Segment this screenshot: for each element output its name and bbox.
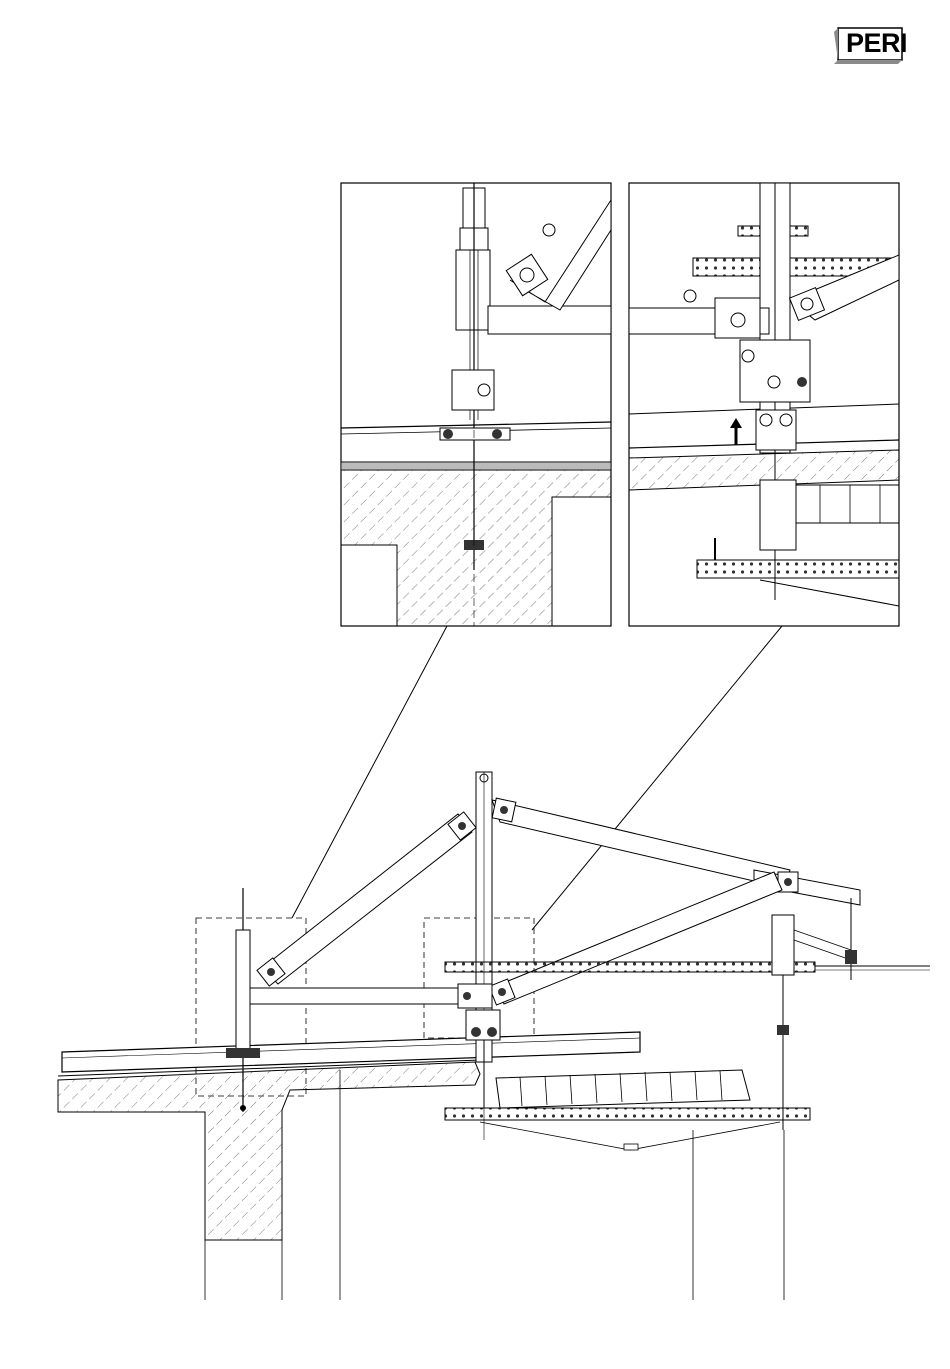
detail-left <box>341 180 611 626</box>
leader-line-left <box>292 626 447 918</box>
detail-box-left <box>196 918 306 1096</box>
detail-right <box>629 183 899 626</box>
main-elevation <box>58 772 930 1300</box>
